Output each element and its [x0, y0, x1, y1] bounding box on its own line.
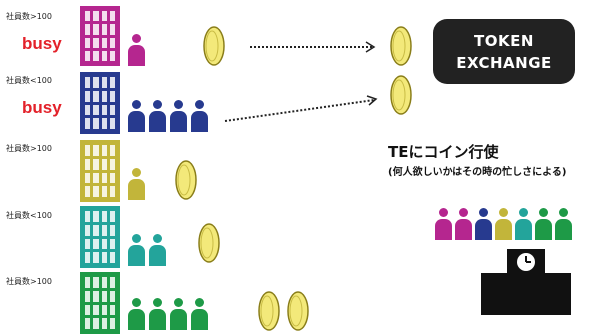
person-icon	[495, 208, 512, 240]
coin-icon	[198, 223, 220, 263]
company-building	[80, 272, 120, 334]
employee-group	[128, 100, 208, 132]
employee-group	[128, 298, 208, 330]
person-icon	[191, 100, 208, 132]
person-icon	[128, 234, 145, 266]
coin-icon	[390, 26, 412, 66]
te-subtitle: (何人欲しいかはその時の忙しさによる)	[388, 167, 567, 178]
company-building	[80, 72, 120, 134]
arrow-icon	[224, 95, 378, 122]
person-icon	[455, 208, 472, 240]
employee-group	[128, 168, 145, 200]
arrow-icon	[250, 41, 376, 53]
person-icon	[149, 298, 166, 330]
employee-group	[128, 34, 145, 66]
token-exchange-box: TOKEN EXCHANGE	[433, 19, 575, 84]
person-icon	[435, 208, 452, 240]
company-building	[80, 206, 120, 268]
employee-group	[128, 234, 166, 266]
coin-icon	[258, 291, 280, 331]
person-icon	[475, 208, 492, 240]
person-icon	[170, 100, 187, 132]
busy-status-label: busy	[22, 34, 62, 53]
person-icon	[170, 298, 187, 330]
employee-count-label: 社員数<100	[6, 76, 52, 85]
token-exchange-line1: TOKEN	[474, 31, 534, 50]
person-icon	[555, 208, 572, 240]
company-building	[80, 140, 120, 202]
te-title: TEにコイン行使	[388, 143, 499, 161]
busy-status-label: busy	[22, 98, 62, 117]
person-icon	[128, 298, 145, 330]
employee-count-label: 社員数>100	[6, 277, 52, 286]
person-icon	[128, 100, 145, 132]
employee-count-label: 社員数>100	[6, 12, 52, 21]
coin-icon	[203, 26, 225, 66]
person-icon	[535, 208, 552, 240]
person-icon	[149, 100, 166, 132]
person-icon	[191, 298, 208, 330]
token-exchange-line2: EXCHANGE	[456, 53, 552, 72]
coin-icon	[287, 291, 309, 331]
person-icon	[128, 168, 145, 200]
coin-icon	[175, 160, 197, 200]
company-building	[80, 6, 120, 66]
employee-count-label: 社員数<100	[6, 211, 52, 220]
person-icon	[515, 208, 532, 240]
person-icon	[128, 34, 145, 66]
person-icon	[149, 234, 166, 266]
time-clock-machine	[481, 249, 571, 315]
worker-queue	[435, 208, 572, 240]
coin-icon	[390, 75, 412, 115]
employee-count-label: 社員数>100	[6, 144, 52, 153]
